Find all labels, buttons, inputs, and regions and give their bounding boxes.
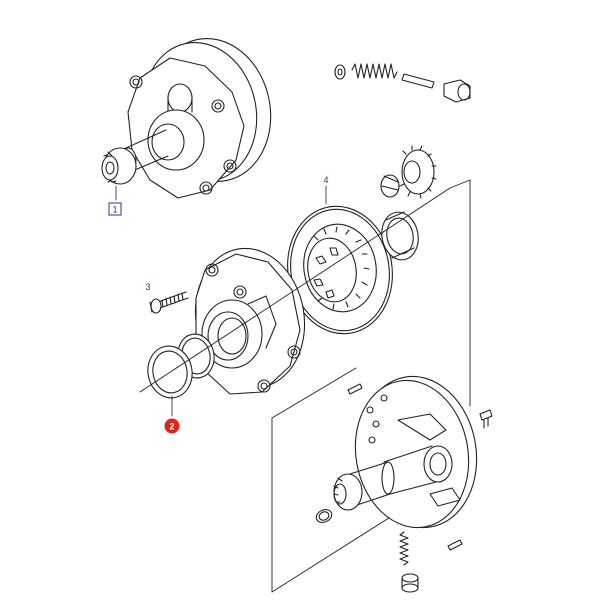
callout-1-label: 1: [112, 205, 117, 215]
inner-gear: [303, 223, 377, 313]
seal-rings: [147, 333, 215, 399]
small-pins: [347, 383, 493, 551]
callout-2-label: 2: [169, 422, 174, 432]
callout-1: 1: [108, 202, 122, 216]
leader-lines: [115, 185, 327, 417]
callout-3: 3: [145, 282, 150, 292]
exploded-view-frame: [139, 179, 471, 593]
bolt: [149, 291, 189, 314]
callout-4: 4: [323, 175, 328, 185]
gear-and-bearing: [380, 145, 437, 199]
rear-plate-assembly: [315, 375, 478, 529]
callout-2: 2: [164, 418, 180, 434]
bottom-spring-and-plug: [399, 531, 419, 593]
front-cover: [194, 247, 306, 395]
callout-3-label: 3: [145, 282, 150, 292]
bushing: [381, 211, 419, 261]
callout-4-label: 4: [323, 175, 328, 185]
relief-valve-parts: [334, 63, 471, 103]
pump-housing-assembly: [101, 37, 272, 199]
